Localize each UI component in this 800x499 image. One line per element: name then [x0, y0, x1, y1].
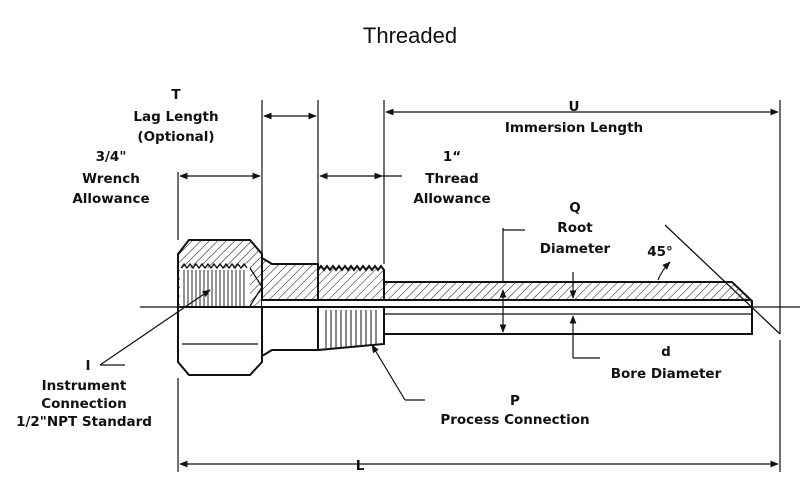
- dimension-lines: [99, 100, 781, 472]
- label-wrench-2: Wrench: [82, 171, 140, 187]
- label-q-letter: Q: [569, 200, 580, 216]
- label-angle: 45°: [647, 244, 673, 260]
- leader-process: [371, 344, 406, 401]
- label-i-name-1: Instrument: [42, 378, 127, 394]
- label-d-letter: d: [661, 344, 671, 360]
- process-thread-upper: [317, 264, 385, 308]
- lag-section-lower: [261, 307, 319, 357]
- diagram-title: Threaded: [363, 23, 457, 48]
- internal-thread-lines: [183, 270, 245, 306]
- label-thread-2: Thread: [425, 171, 478, 187]
- tip-bevel-line: [664, 224, 781, 335]
- label-q-name-2: Diameter: [540, 241, 611, 257]
- label-d-name: Bore Diameter: [611, 366, 722, 382]
- labels: T Lag Length (Optional) U Immersion Leng…: [16, 87, 722, 474]
- label-l-letter: L: [356, 458, 365, 474]
- instrument-thread-cavity: [180, 268, 250, 306]
- label-wrench-1: 3/4": [96, 149, 127, 165]
- label-p-name: Process Connection: [440, 412, 589, 428]
- label-thread-1: 1“: [443, 149, 461, 165]
- label-t-letter: T: [171, 87, 181, 103]
- label-t-name-2: (Optional): [137, 129, 214, 145]
- label-i-name-3: 1/2"NPT Standard: [16, 414, 152, 430]
- label-t-name-1: Lag Length: [133, 109, 218, 125]
- leader-instrument: [99, 289, 211, 366]
- label-u-letter: U: [569, 99, 580, 115]
- stem-lower: [384, 307, 753, 335]
- label-q-name-1: Root: [557, 220, 593, 236]
- external-thread-lines: [325, 310, 377, 348]
- label-u-name: Immersion Length: [505, 120, 643, 136]
- internal-thread-teeth: [180, 262, 248, 270]
- label-thread-3: Allowance: [413, 191, 490, 207]
- label-wrench-3: Allowance: [72, 191, 149, 207]
- label-i-letter: I: [85, 358, 90, 374]
- label-i-name-2: Connection: [41, 396, 127, 412]
- hex-head-lower: [177, 307, 263, 376]
- thermowell-body: [140, 224, 800, 376]
- dim-angle-arc: [657, 261, 671, 281]
- label-p-letter: P: [510, 393, 520, 409]
